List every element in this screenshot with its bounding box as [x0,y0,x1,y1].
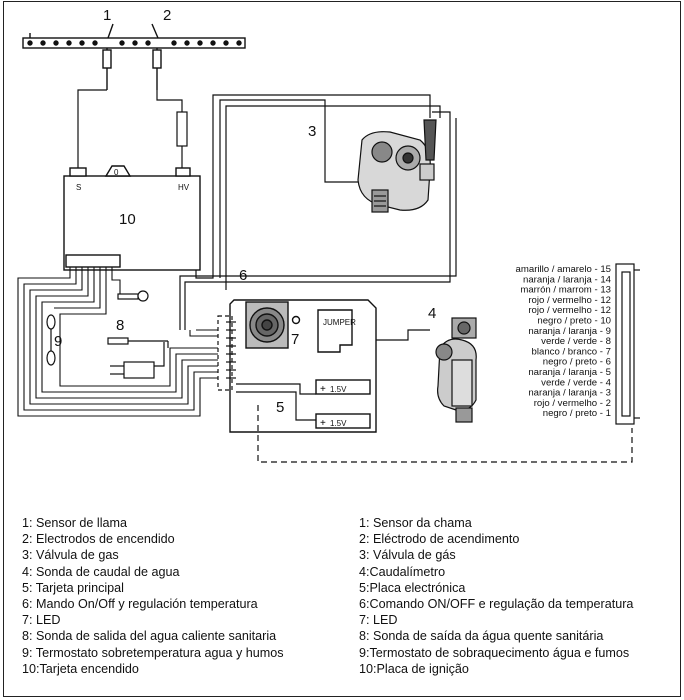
legend-item-es: 7: LED [22,613,61,628]
legend-item-pt: 6:Comando ON/OFF e regulação da temperat… [359,597,634,612]
harness-wires [17,267,218,417]
legend-item-es: 5: Tarjeta principal [22,580,124,595]
board-connector [217,315,236,391]
legend-item-pt: 3: Válvula de gás [359,548,456,563]
wire-color-label: naranja / laranja - 9 [528,326,611,337]
wire-color-label: rojo / vermelho - 12 [528,295,611,306]
board-zero-label: 0 [114,168,119,177]
callout-1: 1 [103,7,111,24]
wire-color-label: naranja / laranja - 5 [528,367,611,378]
callout-9: 9 [54,333,62,350]
dhw-probe [107,337,169,379]
callout-10: 10 [119,211,136,228]
legend-item-pt: 4:Caudalímetro [359,564,446,579]
callout-7: 7 [291,331,299,348]
legend-item-pt: 8: Sonda de saída da água quente sanitár… [359,629,604,644]
electrode-wires [77,89,188,168]
legend-item-pt: 2: Eléctrodo de acendimento [359,532,520,547]
wire-color-connector [615,263,640,425]
legend-item-es: 4: Sonda de caudal de agua [22,564,180,579]
flame-sensor-electrode [102,23,114,90]
gas-valve-wires [179,94,457,330]
diagram-frame [3,1,681,697]
battery-plus-1: + [320,384,326,395]
legend-item-pt: 1: Sensor da chama [359,516,472,530]
legend-item-es: 2: Electrodos de encendido [22,532,175,547]
gas-valve [357,119,437,213]
ignition-electrode [151,23,162,90]
wire-color-label: naranja / laranja - 14 [523,274,612,285]
legend-item-pt: 9:Termostato de sobraquecimento água e f… [359,645,630,660]
wire-color-label: marrón / marrom - 13 [520,285,611,296]
board-s-label: S [76,183,81,192]
wire-color-label: blanco / branco - 7 [532,346,611,357]
legend-item-es: 8: Sonda de salida del agua caliente san… [22,629,277,644]
legend-item-pt: 5:Placa electrónica [359,580,466,595]
legend-item-es: 10:Tarjeta encendido [22,661,139,676]
ground-terminal [117,290,149,302]
battery-2-voltage: 1.5V [330,419,347,428]
main-board [229,299,377,433]
wire-color-label: verde / verde - 8 [541,336,611,347]
ignition-board [63,165,201,271]
callout-2: 2 [163,7,171,24]
callout-6: 6 [239,267,247,284]
battery-plus-2: + [320,418,326,429]
jumper-label: JUMPER [323,318,356,327]
legend-item-es: 3: Válvula de gas [22,548,119,563]
legend-item-es: 9: Termostato sobretemperatura agua y hu… [22,645,284,660]
wire-color-label: amarillo / amarelo - 15 [516,264,611,275]
overheat-thermostat [46,314,56,366]
legend-spanish: 1: Sensor de llama 2: Electrodos de encen… [22,515,284,677]
wire-color-label: rojo / vermelho - 2 [534,398,611,409]
legend-item-pt: 7: LED [359,613,398,628]
wire-color-label: negro / preto - 6 [543,357,611,368]
flow-sensor-wires [236,329,633,463]
wire-color-label: verde / verde - 4 [541,377,612,388]
battery-1-voltage: 1.5V [330,385,347,394]
callout-5: 5 [276,399,284,416]
wire-color-label: rojo / vermelho - 12 [528,305,611,316]
legend-item-es: 1: Sensor de llama [22,516,128,530]
board-hv-label: HV [178,183,190,192]
wire-color-label: negro / preto - 10 [537,316,611,327]
burner-bar [22,33,246,49]
callout-3: 3 [308,123,316,140]
wire-color-label: naranja / laranja - 3 [528,388,611,399]
wire-color-label: negro / preto - 1 [543,408,611,419]
legend-item-es: 6: Mando On/Off y regulación temperatura [22,597,258,612]
callout-4: 4 [428,305,436,322]
legend-item-pt: 10:Placa de ignição [359,661,469,676]
flow-meter [435,317,477,423]
legend-portuguese: 1: Sensor da chama 2: Eléctrodo de acendi… [359,515,633,677]
callout-8: 8 [116,317,124,334]
